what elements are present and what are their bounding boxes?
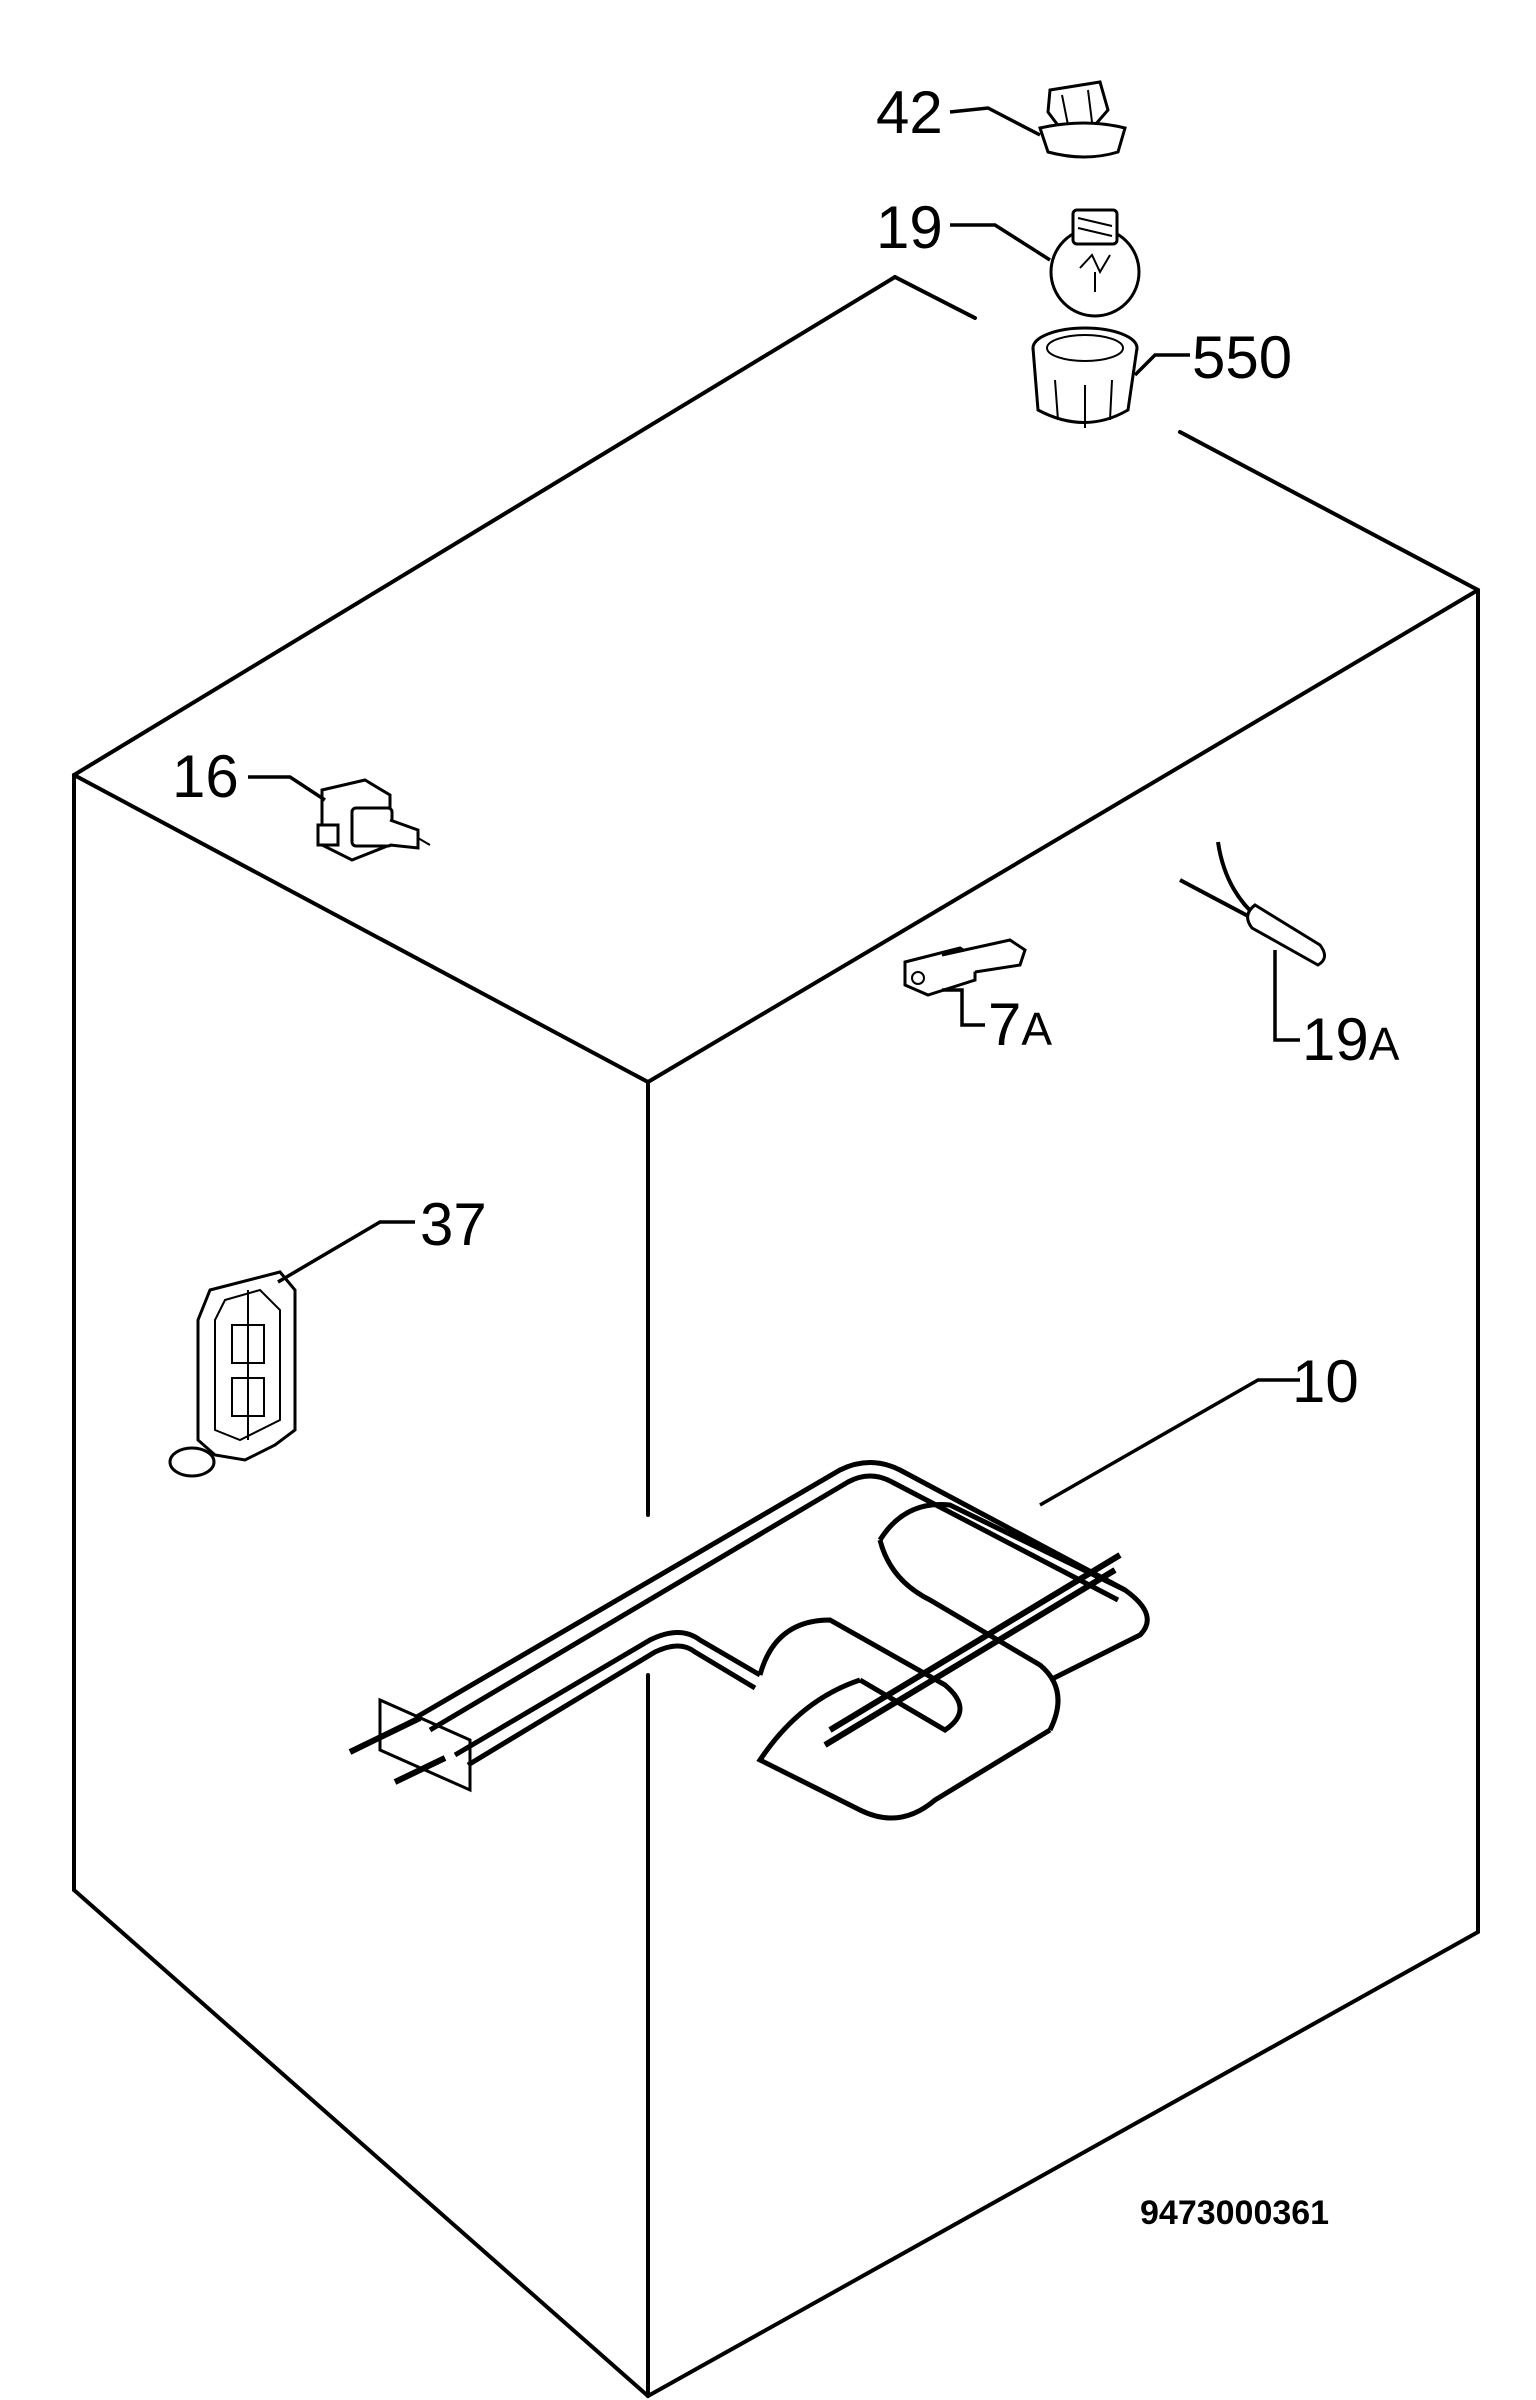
leader-7a (942, 988, 985, 1027)
callout-10: 10 (1292, 1348, 1359, 1415)
leader-10 (1039, 1378, 1300, 1507)
leader-37 (277, 1220, 415, 1284)
temperature-sensor-19a (1179, 841, 1326, 967)
lamp-cover-42 (1038, 80, 1127, 159)
callout-19: 19 (876, 194, 943, 261)
callout-19a: 19A (1302, 1006, 1400, 1073)
heating-element-10 (348, 1460, 1150, 1821)
leader-42 (949, 106, 1041, 137)
leader-16 (248, 775, 326, 802)
callout-550: 550 (1192, 324, 1292, 391)
callout-37: 37 (420, 1191, 487, 1258)
leader-19a (1273, 950, 1300, 1042)
cabinet-outline (72, 275, 1480, 2398)
diagram-reference-number: 9473000361 (1140, 2194, 1329, 2232)
leader-19 (950, 223, 1051, 262)
callout-42: 42 (876, 79, 943, 146)
callout-7a: 7A (988, 991, 1052, 1058)
microswitch-7a (903, 938, 1027, 997)
lamp-holder-550 (1031, 326, 1139, 428)
leader-550 (1133, 353, 1190, 377)
callout-16: 16 (172, 743, 239, 810)
lamp-bulb-19 (1049, 208, 1141, 318)
switch-16 (316, 778, 431, 862)
terminal-bracket-37 (168, 1270, 297, 1478)
